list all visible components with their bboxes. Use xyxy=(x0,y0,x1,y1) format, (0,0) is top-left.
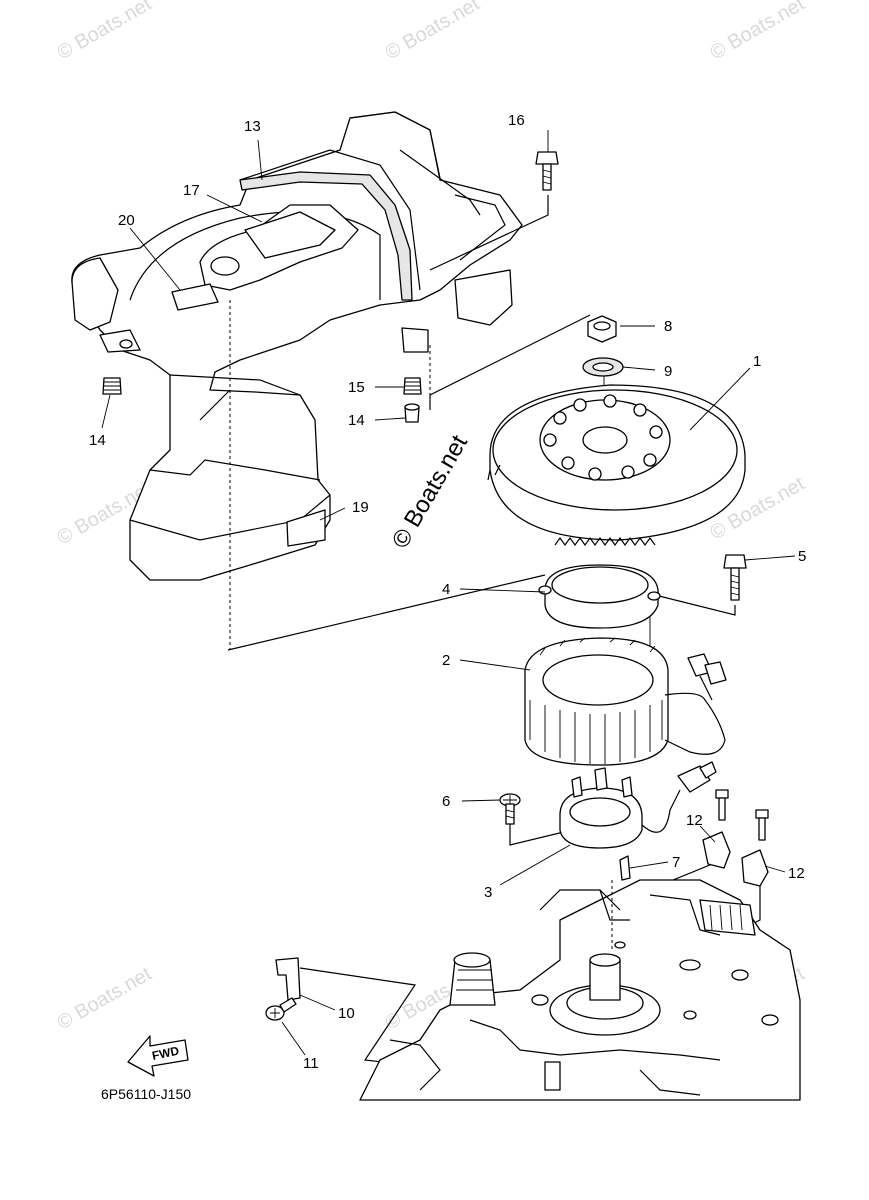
callout-labels: 13 17 20 16 8 9 1 15 14 14 19 5 4 2 6 3 … xyxy=(89,112,806,1072)
pulser-coil-3 xyxy=(559,761,717,849)
callout-12b: 12 xyxy=(788,865,805,882)
nut-8 xyxy=(587,315,617,343)
callout-12a: 12 xyxy=(686,812,703,829)
callout-18: 17 xyxy=(183,182,200,199)
callout-17: 16 xyxy=(508,112,525,129)
callout-4: 4 xyxy=(442,581,450,598)
center-watermark: © Boats.net xyxy=(387,430,473,553)
clip-10 xyxy=(275,957,301,1001)
callout-19: 19 xyxy=(352,499,369,516)
callout-20: 20 xyxy=(118,212,135,229)
clamp-12a xyxy=(702,789,731,869)
callout-6: 6 xyxy=(442,793,450,810)
callout-13: 13 xyxy=(244,118,261,135)
screw-6 xyxy=(499,793,521,825)
callout-7: 7 xyxy=(672,854,680,871)
engine-block xyxy=(359,879,801,1101)
callout-5: 5 xyxy=(798,548,806,565)
washer-9 xyxy=(582,357,624,377)
collar-15 xyxy=(404,403,420,423)
stator-coil-2 xyxy=(524,637,727,766)
callout-8: 8 xyxy=(664,318,672,335)
watermark: © Boats.net xyxy=(54,963,156,1035)
callout-11: 11 xyxy=(303,1055,319,1072)
callout-9: 9 xyxy=(664,363,672,380)
grommet-14 xyxy=(102,377,122,395)
bolt-5 xyxy=(723,554,747,601)
screw-11 xyxy=(265,997,297,1021)
callout-10: 10 xyxy=(338,1005,355,1022)
watermark: © Boats.net xyxy=(54,0,156,64)
callout-3: 3 xyxy=(484,884,492,901)
callout-15: 14 xyxy=(348,412,365,429)
callout-16: 15 xyxy=(348,379,365,396)
callout-14: 14 xyxy=(89,432,106,449)
fwd-arrow: FWD xyxy=(127,1035,189,1077)
pin-7 xyxy=(619,855,631,881)
grommet-16 xyxy=(403,377,422,395)
clamp-12b xyxy=(741,809,769,887)
watermark: © Boats.net xyxy=(382,0,484,64)
flywheel-rotor-1 xyxy=(487,384,746,547)
watermark: © Boats.net xyxy=(707,0,809,64)
fwd-label: FWD xyxy=(151,1043,181,1062)
callout-2: 2 xyxy=(442,652,450,669)
stator-plate-4 xyxy=(538,564,661,629)
bolt-17 xyxy=(535,151,559,191)
callout-1: 1 xyxy=(753,353,761,370)
flywheel-cover xyxy=(71,111,523,650)
diagram-code: 6P56110-J150 xyxy=(101,1086,191,1102)
callout-leaders xyxy=(101,130,796,1056)
